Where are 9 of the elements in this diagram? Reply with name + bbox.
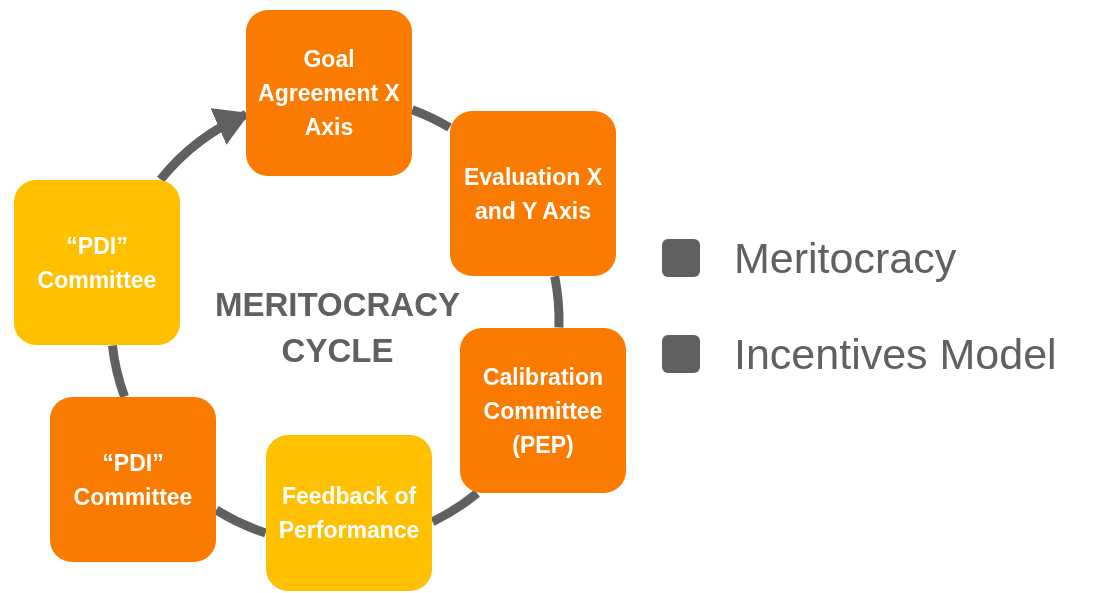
process-box: Evaluation X and Y Axis — [450, 111, 616, 276]
process-box: “PDI” Committee — [50, 397, 216, 562]
cycle-title: MERITOCRACY CYCLE — [213, 285, 462, 371]
legend-text: Incentives Model — [734, 329, 1057, 380]
process-box: “PDI” Committee — [14, 180, 180, 345]
legend-text: Meritocracy — [734, 233, 957, 284]
process-box: Calibration Committee (PEP) — [460, 328, 626, 493]
process-box: Feedback of Performance — [266, 435, 432, 591]
process-box: Goal Agreement X Axis — [246, 10, 412, 176]
